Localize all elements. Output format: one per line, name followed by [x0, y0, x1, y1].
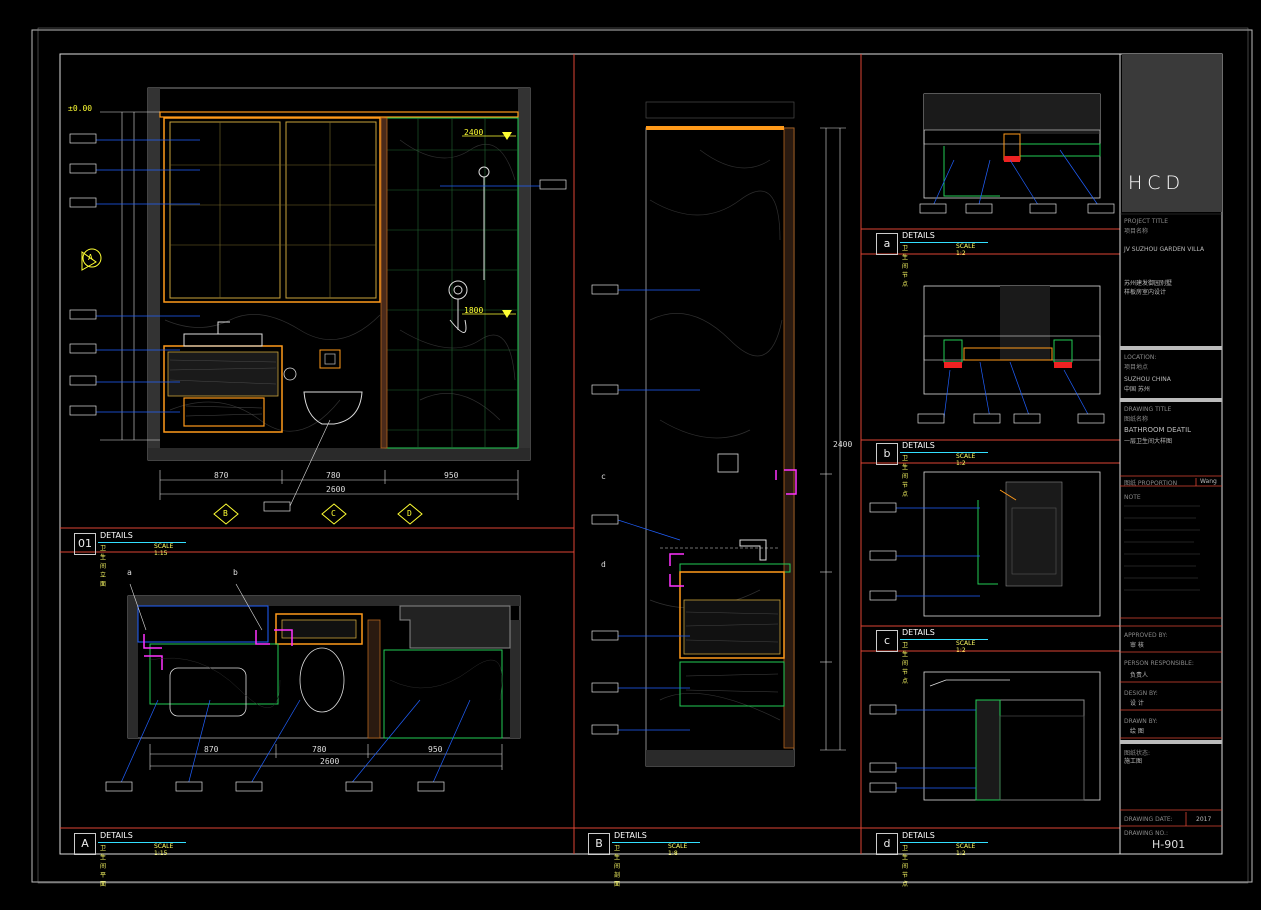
detail-d-drawing — [869, 671, 1101, 801]
panel-scale: SCALE 1:8 — [668, 843, 688, 857]
panel-number: c — [876, 630, 898, 652]
project-title-sub: 项目名称 — [1124, 228, 1149, 235]
panel-subtitle: 卫生间节点 — [902, 845, 909, 888]
location-label: LOCATION: — [1124, 354, 1157, 361]
panel-title: DETAILS — [902, 441, 935, 450]
logo-text: HCD — [1128, 172, 1186, 194]
panel-number: d — [876, 833, 898, 855]
location-value-cn: 中国 苏州 — [1124, 386, 1150, 393]
plan-callout-b: b — [233, 568, 238, 577]
dim-3: 950 — [444, 471, 459, 480]
status-value: 施工图 — [1124, 758, 1143, 765]
project-name-cn-1: 苏州建发御园别墅 — [1124, 280, 1173, 287]
detail-a-drawing — [919, 93, 1115, 214]
project-name-cn-2: 样板房室内设计 — [1124, 289, 1167, 296]
panel-number: A — [74, 833, 96, 855]
proportion-value: Wang — [1200, 478, 1217, 485]
callout-a: A — [88, 253, 93, 262]
person-sub: 负责人 — [1130, 672, 1149, 679]
section-callout-d: d — [601, 560, 606, 569]
drawing-number: H-901 — [1152, 838, 1186, 851]
detail-b-drawing — [917, 285, 1105, 424]
notes-label: NOTE — [1124, 494, 1141, 501]
panel-number: 01 — [74, 533, 96, 555]
panel-title: DETAILS — [902, 831, 935, 840]
approved-sub: 审 核 — [1130, 642, 1144, 649]
drawing-title-cn: 一层卫生间大样图 — [1124, 438, 1173, 445]
elevation-drawing — [69, 87, 567, 525]
panel-number: b — [876, 443, 898, 465]
plan-dim-total: 2600 — [320, 757, 340, 766]
plan-dim-3: 950 — [428, 745, 443, 754]
drawing-no-label: DRAWING NO.: — [1124, 830, 1168, 837]
panel-subtitle: 卫生间节点 — [902, 455, 909, 498]
panel-title: DETAILS — [902, 231, 935, 240]
panel-title: DETAILS — [100, 531, 133, 540]
panel-scale: SCALE 1:2 — [956, 843, 976, 857]
panel-title: DETAILS — [100, 831, 133, 840]
panel-title: DETAILS — [614, 831, 647, 840]
panel-scale: SCALE 1:2 — [956, 640, 976, 654]
dim-1: 870 — [214, 471, 229, 480]
section-drawing — [591, 101, 846, 767]
panel-scale: SCALE 1:2 — [956, 243, 976, 257]
panel-scale: SCALE 1:15 — [154, 543, 174, 557]
panel-number: a — [876, 233, 898, 255]
drawing-title: BATHROOM DEATIL — [1124, 426, 1192, 434]
panel-subtitle: 卫生间节点 — [902, 642, 909, 685]
dim-total: 2600 — [326, 485, 346, 494]
person-label: PERSON RESPONSIBLE: — [1124, 660, 1194, 667]
section-callout-c: c — [601, 472, 606, 481]
company-logo: HCD — [1122, 54, 1222, 212]
panel-subtitle: 卫生间平面 — [100, 845, 107, 888]
plan-callout-a: a — [127, 568, 132, 577]
drawing-date-value: 2017 — [1196, 816, 1212, 823]
panel-subtitle: 卫生间剖面 — [614, 845, 621, 888]
proportion-label: 图纸 PROPORTION — [1124, 480, 1178, 487]
project-name: JV SUZHOU GARDEN VILLA — [1124, 246, 1205, 253]
approved-label: APPROVED BY: — [1124, 632, 1168, 639]
drawn-sub: 绘 图 — [1130, 728, 1144, 735]
drawing-title-sub: 图纸名称 — [1124, 416, 1149, 423]
drawing-date-label: DRAWING DATE: — [1124, 816, 1173, 823]
dim-2: 780 — [326, 471, 341, 480]
drawn-label: DRAWN BY: — [1124, 718, 1158, 725]
level-mark-mid: 1800 — [464, 306, 484, 315]
location-value: SUZHOU CHINA — [1124, 376, 1171, 383]
design-sub: 设 计 — [1130, 700, 1144, 707]
location-sub: 项目地点 — [1124, 364, 1149, 371]
panel-number: B — [588, 833, 610, 855]
callout-c: C — [331, 509, 336, 518]
callout-b: B — [223, 509, 228, 518]
plan-dim-2: 780 — [312, 745, 327, 754]
plan-drawing — [105, 583, 521, 792]
plan-dim-1: 870 — [204, 745, 219, 754]
panel-subtitle: 卫生间节点 — [902, 245, 909, 288]
panel-subtitle: 卫生间立面 — [100, 545, 107, 588]
level-mark-top: 2400 — [464, 128, 484, 137]
design-label: DESIGN BY: — [1124, 690, 1158, 697]
drawing-title-label: DRAWING TITLE — [1124, 406, 1172, 413]
project-title-label: PROJECT TITLE — [1124, 218, 1169, 225]
status-label: 图纸状态: — [1124, 750, 1151, 757]
panel-title: DETAILS — [902, 628, 935, 637]
detail-c-drawing — [869, 471, 1101, 617]
section-dim-height: 2400 — [833, 440, 853, 449]
level-mark-ceiling: ±0.00 — [68, 104, 93, 113]
panel-scale: SCALE 1:15 — [154, 843, 174, 857]
panel-scale: SCALE 1:2 — [956, 453, 976, 467]
callout-d: D — [407, 509, 412, 518]
